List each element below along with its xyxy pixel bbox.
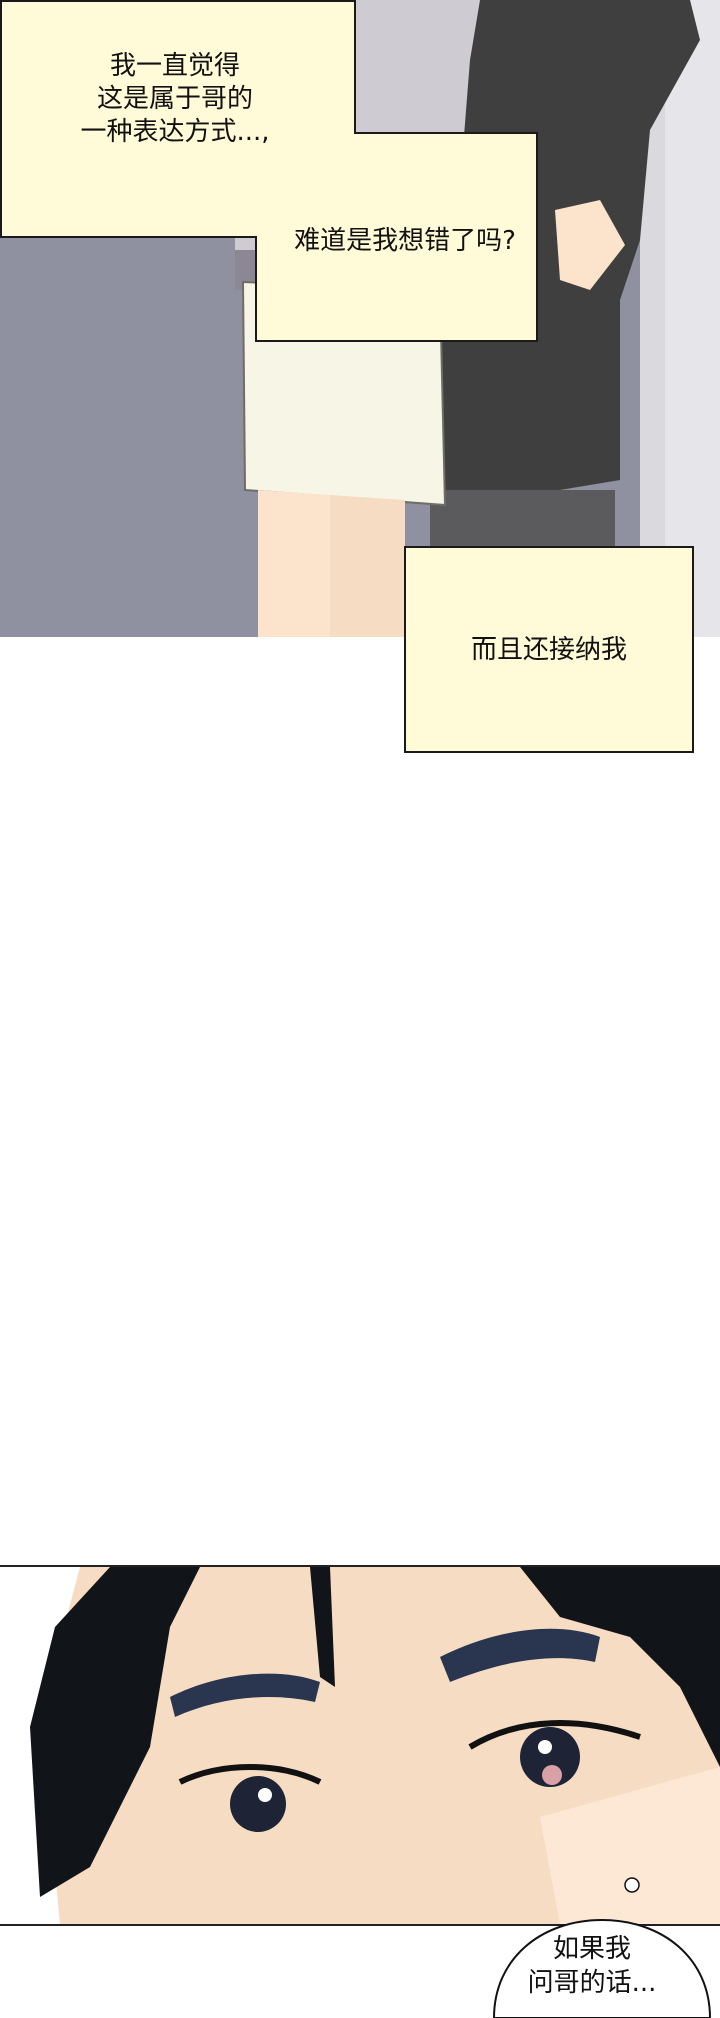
speech-line-2: 问哥的话...: [527, 1968, 657, 1998]
caption-box-1: 而且还接纳我: [404, 546, 694, 753]
left-leg: [258, 490, 330, 637]
face-closeup-art: [0, 1567, 720, 1924]
caption-box-2: 我一直觉得 这是属于哥的 一种表达方式..., 难道是我想错了吗?: [0, 0, 538, 342]
face-closeup-panel: [0, 1565, 720, 1926]
left-eyebrow: [170, 1673, 320, 1717]
caption-3-text: 难道是我想错了吗?: [294, 226, 516, 256]
hair-right: [520, 1567, 720, 1767]
caption-2-line-2: 这是属于哥的: [96, 84, 253, 114]
hand: [555, 200, 625, 290]
right-eyebrow: [440, 1628, 600, 1682]
thought-dot: [624, 1877, 640, 1893]
caption-2-shape: [0, 0, 538, 342]
right-leg: [330, 495, 405, 637]
caption-1-text: 而且还接纳我: [470, 634, 627, 665]
speech-bubble-shape: [492, 1918, 712, 2018]
hair-left: [30, 1567, 200, 1897]
caption-2-line-1: 我一直觉得: [109, 51, 240, 81]
left-eye: [230, 1776, 286, 1832]
speech-bubble: 如果我 问哥的话...: [492, 1918, 712, 2018]
right-eyelid: [468, 1720, 641, 1750]
speech-bubble-text: 如果我 问哥的话...: [492, 1932, 692, 2000]
caption-2-line-3: 一种表达方式...,: [80, 117, 270, 147]
right-eye: [520, 1727, 580, 1787]
left-eyelid: [178, 1764, 322, 1785]
speech-line-1: 如果我: [552, 1934, 631, 1964]
caption-2-text-block: 我一直觉得 这是属于哥的 一种表达方式...,: [60, 50, 290, 149]
